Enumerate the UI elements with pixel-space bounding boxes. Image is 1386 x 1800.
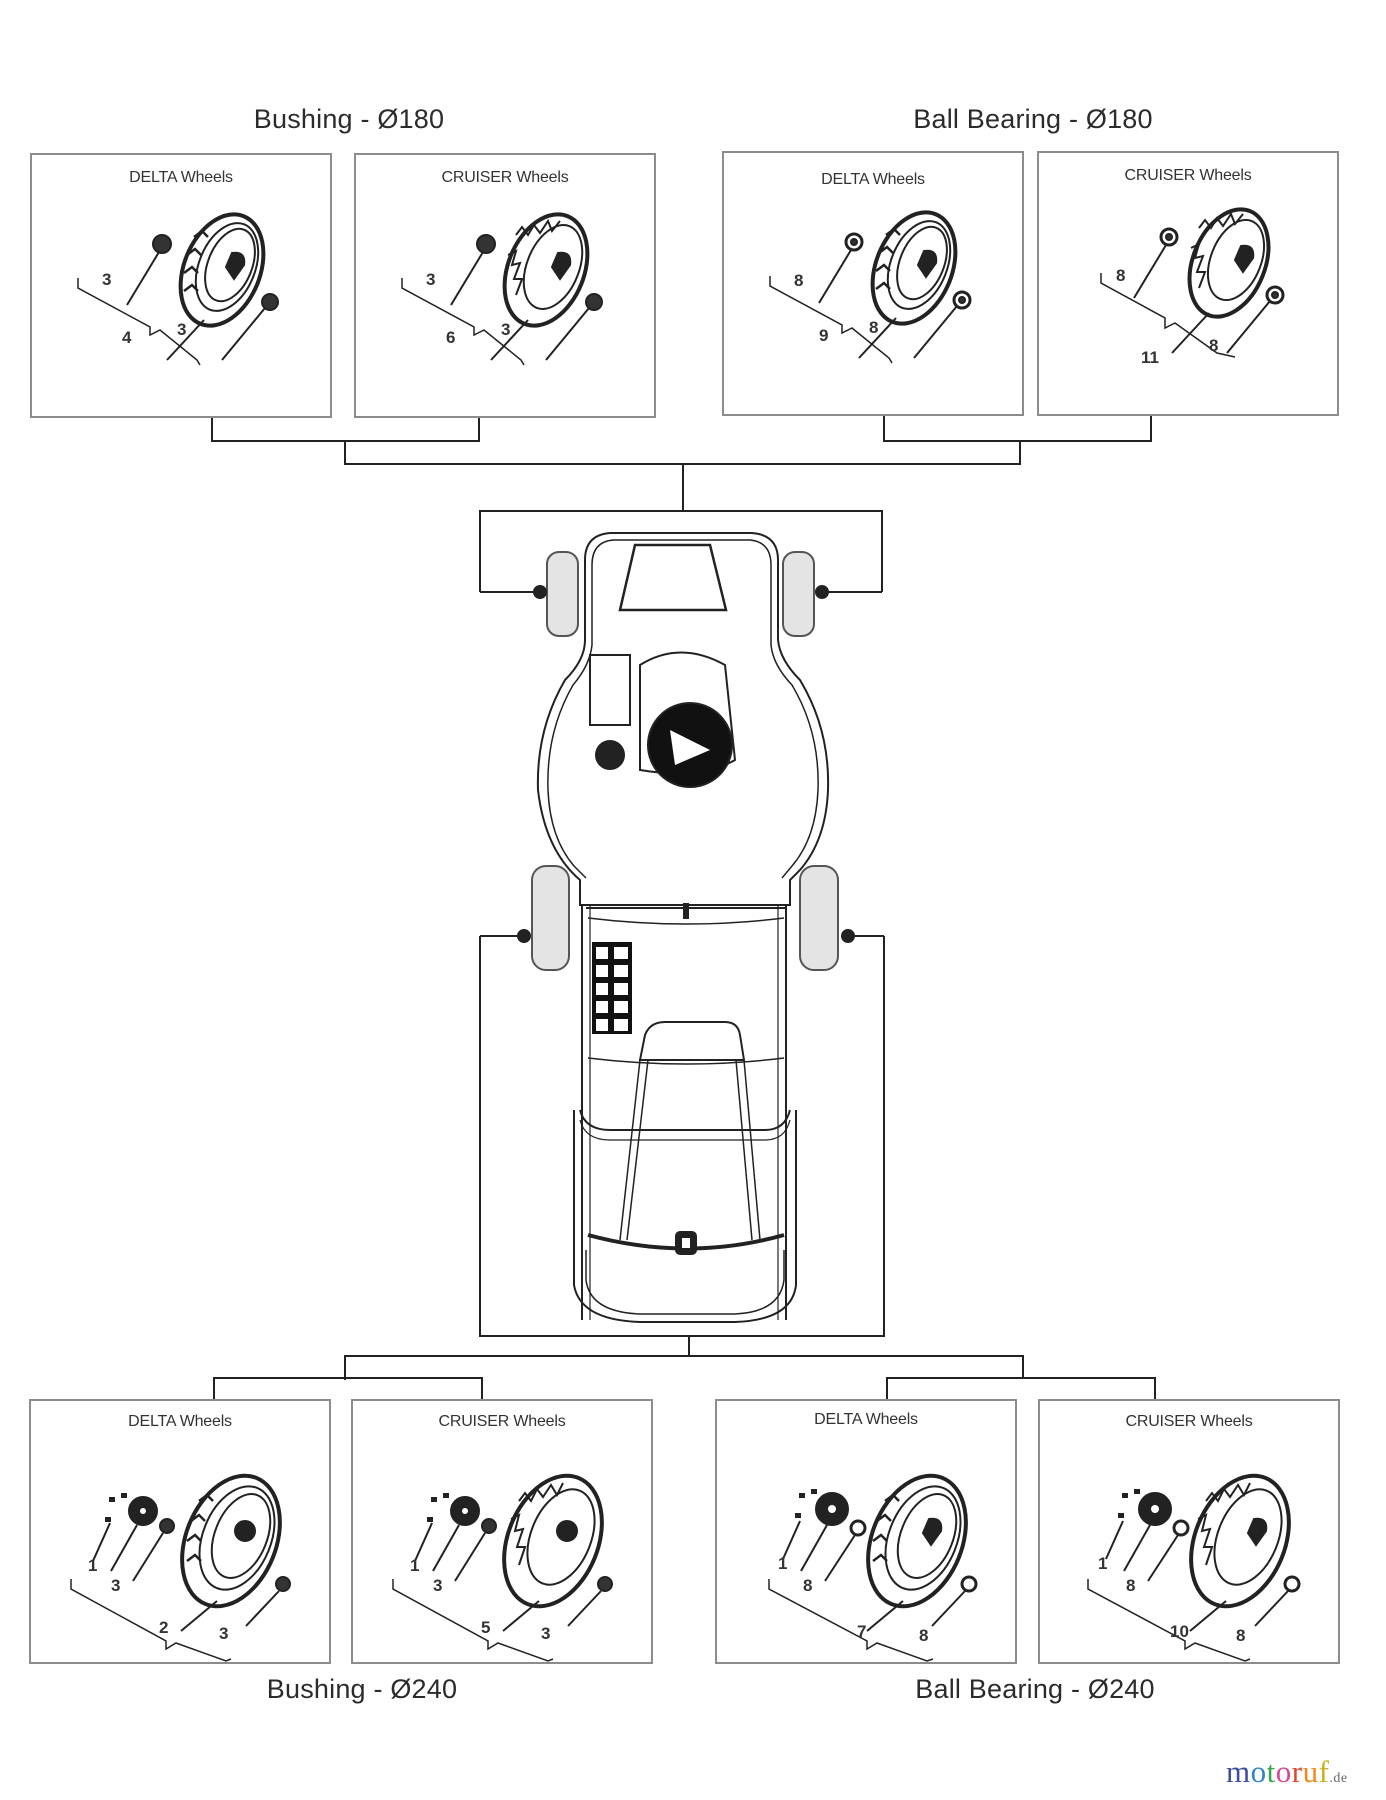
panel-title: CRUISER Wheels (438, 1413, 566, 1430)
delta-wheel-icon: 8 8 9 (769, 210, 972, 364)
watermark-letter: u (1302, 1754, 1319, 1789)
watermark-letter: o (1250, 1754, 1267, 1789)
front-left-wheel (546, 551, 579, 637)
svg-text:8: 8 (1209, 336, 1218, 355)
delta-wheel-icon: 1 8 8 7 (768, 1473, 978, 1662)
svg-text:11: 11 (1141, 348, 1159, 367)
watermark-letter: o (1275, 1754, 1292, 1789)
mower-top-view (517, 532, 855, 1323)
group-title-bushing-180: Bushing - Ø180 (253, 104, 445, 134)
panel-title: CRUISER Wheels (441, 169, 569, 186)
svg-text:3: 3 (219, 1624, 228, 1643)
svg-text:3: 3 (541, 1624, 550, 1643)
watermark-tld: .de (1329, 1771, 1348, 1786)
panel-title: CRUISER Wheels (1125, 1413, 1253, 1430)
motoruf-watermark: motoruf.de (1226, 1754, 1348, 1790)
cruiser-wheel-icon: 1 3 3 5 (392, 1473, 613, 1662)
cruiser-wheel-icon: 3 3 6 (401, 212, 603, 366)
svg-text:1: 1 (1098, 1554, 1107, 1573)
panel-title: DELTA Wheels (821, 171, 925, 188)
svg-text:4: 4 (122, 328, 132, 347)
watermark-letter: m (1226, 1754, 1251, 1789)
panel-ball-bearing-240-cruiser: CRUISER Wheels 1 8 8 1 (1038, 1399, 1340, 1664)
svg-text:6: 6 (446, 328, 455, 347)
svg-text:8: 8 (803, 1576, 812, 1595)
svg-text:8: 8 (869, 318, 878, 337)
svg-text:10: 10 (1170, 1622, 1189, 1641)
svg-text:8: 8 (1126, 1576, 1135, 1595)
rear-left-wheel (531, 865, 570, 971)
front-right-wheel (782, 551, 815, 637)
svg-text:9: 9 (819, 326, 828, 345)
panel-bushing-180-cruiser: CRUISER Wheels 3 3 6 (354, 153, 656, 418)
svg-text:1: 1 (778, 1554, 787, 1573)
rear-right-wheel (799, 865, 839, 971)
svg-text:3: 3 (111, 1576, 120, 1595)
svg-text:3: 3 (102, 270, 111, 289)
svg-text:1: 1 (88, 1556, 97, 1575)
panel-title: DELTA Wheels (129, 169, 233, 186)
cruiser-wheel-icon: 1 8 8 10 (1087, 1473, 1301, 1662)
panel-bushing-240-cruiser: CRUISER Wheels 1 3 3 5 (351, 1399, 653, 1664)
watermark-letter: r (1291, 1754, 1303, 1789)
group-title-ball-bearing-180: Ball Bearing - Ø180 (913, 104, 1153, 134)
svg-text:3: 3 (177, 320, 186, 339)
svg-text:8: 8 (794, 271, 803, 290)
svg-text:5: 5 (481, 1618, 490, 1637)
group-title-ball-bearing-240: Ball Bearing - Ø240 (915, 1674, 1155, 1704)
panel-bushing-180-delta: DELTA Wheels 3 3 4 (30, 153, 332, 418)
panel-ball-bearing-240-delta: DELTA Wheels 1 8 8 7 (715, 1399, 1017, 1664)
svg-text:3: 3 (501, 320, 510, 339)
panel-title: DELTA Wheels (128, 1413, 232, 1430)
svg-text:8: 8 (1116, 266, 1125, 285)
svg-text:7: 7 (857, 1622, 866, 1641)
panel-ball-bearing-180-delta: DELTA Wheels 8 8 9 (722, 151, 1024, 416)
svg-text:8: 8 (919, 1626, 928, 1645)
delta-wheel-icon: 3 3 4 (77, 212, 279, 366)
svg-text:1: 1 (410, 1556, 419, 1575)
cruiser-wheel-icon: 8 8 11 (1100, 207, 1285, 367)
panel-bushing-240-delta: DELTA Wheels 1 3 3 2 (29, 1399, 331, 1664)
svg-text:3: 3 (433, 1576, 442, 1595)
panel-title: CRUISER Wheels (1124, 167, 1252, 184)
watermark-letter: f (1318, 1754, 1330, 1789)
svg-text:3: 3 (426, 270, 435, 289)
watermark-letter: t (1266, 1754, 1276, 1789)
svg-text:2: 2 (159, 1618, 168, 1637)
panel-ball-bearing-180-cruiser: CRUISER Wheels 8 8 11 (1037, 151, 1339, 416)
delta-wheel-icon: 1 3 3 2 (70, 1473, 291, 1662)
group-title-bushing-240: Bushing - Ø240 (266, 1674, 458, 1704)
panel-title: DELTA Wheels (814, 1411, 918, 1428)
svg-text:8: 8 (1236, 1626, 1245, 1645)
